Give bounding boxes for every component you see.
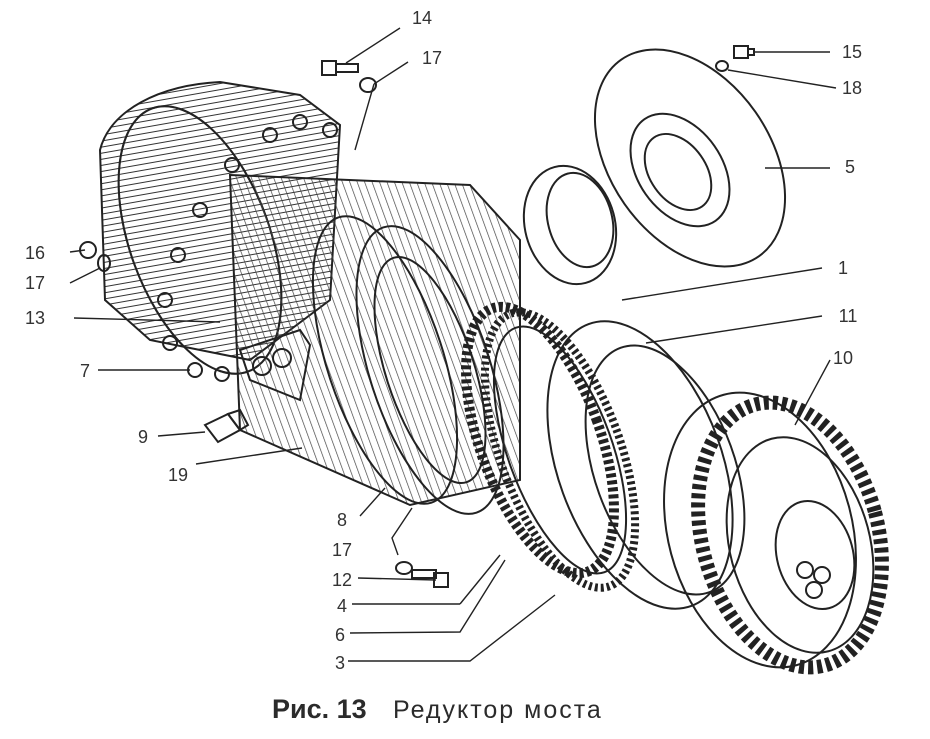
callout-17: 17: [25, 273, 45, 293]
bolt-15: [715, 45, 755, 72]
callout-5: 5: [845, 157, 855, 177]
callout-19: 19: [168, 465, 188, 485]
callout-11: 11: [839, 306, 858, 326]
callout-8: 8: [337, 510, 347, 530]
output-shaft-flange: [522, 164, 618, 286]
callout-14: 14: [412, 8, 432, 28]
callout-13: 13: [25, 308, 45, 328]
caption-title: Редуктор моста: [393, 696, 603, 724]
flange-bolts-left: [157, 114, 338, 382]
carrier-housing: [546, 320, 746, 610]
front-hub: [663, 391, 889, 675]
callout-15: 15: [842, 42, 862, 62]
callout-16: 16: [25, 243, 45, 263]
callout-3: 3: [335, 653, 345, 673]
callout-4: 4: [337, 596, 347, 616]
callout-labels: 14 17 15 18 5 16 17 13 1 11 7 10 9 19 8 …: [25, 8, 862, 673]
bolt-12: [395, 561, 449, 588]
callout-9: 9: [138, 427, 148, 447]
leader-lines: [69, 27, 837, 662]
figure-caption: Рис. 13 Редуктор моста: [272, 694, 603, 724]
callout-10: 10: [833, 348, 853, 368]
callout-17: 17: [332, 540, 352, 560]
callout-7: 7: [80, 361, 90, 381]
callout-12: 12: [332, 570, 352, 590]
plug-9: [203, 408, 250, 444]
callout-17: 17: [422, 48, 442, 68]
toothed-ring: [461, 301, 640, 592]
cover-disc: [593, 48, 787, 268]
callout-18: 18: [842, 78, 862, 98]
caption-number: Рис. 13: [272, 694, 367, 724]
bolt-14: [321, 60, 377, 93]
mounting-bracket: [238, 328, 312, 402]
callout-1: 1: [838, 258, 848, 278]
callout-6: 6: [335, 625, 345, 645]
